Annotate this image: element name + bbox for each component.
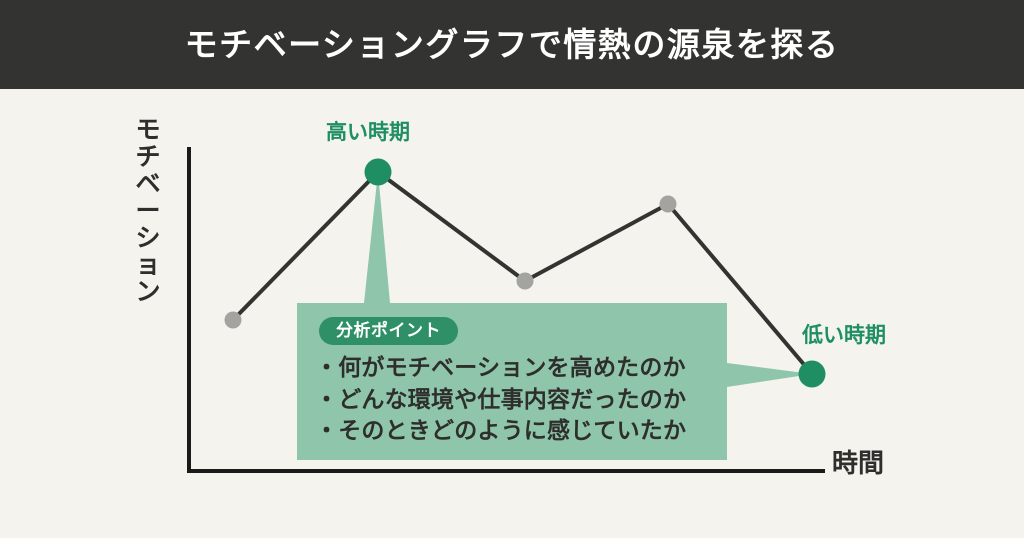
annotation-high-period: 高い時期	[326, 121, 410, 144]
connector-wedge-low	[727, 363, 812, 387]
analysis-point-list: ・何がモチベーションを高めたのか ・どんな環境や仕事内容だったのか ・そのときど…	[297, 352, 727, 447]
data-point-4[interactable]	[659, 195, 677, 213]
data-point-low[interactable]	[798, 360, 826, 388]
x-axis-label: 時間	[832, 448, 885, 478]
data-point-high[interactable]	[364, 158, 392, 186]
list-item: ・どんな環境や仕事内容だったのか	[315, 385, 687, 412]
list-item: ・何がモチベーションを高めたのか	[315, 354, 686, 380]
header-bar: モチベーショングラフで情熱の源泉を探る	[0, 0, 1024, 89]
chart-area: モチベーション 時間 高い時期 低い時期 分析ポイント ・何がモチベーションを高…	[0, 89, 1024, 538]
list-item: ・そのときどのように感じていたか	[315, 417, 687, 444]
connector-wedge-high	[364, 172, 390, 303]
annotation-low-period: 低い時期	[802, 324, 886, 347]
analysis-callout-box: 分析ポイント ・何がモチベーションを高めたのか ・どんな環境や仕事内容だったのか…	[297, 303, 727, 460]
page-title: モチベーショングラフで情熱の源泉を探る	[184, 26, 840, 63]
motivation-line-chart	[187, 147, 826, 473]
data-point-3[interactable]	[516, 272, 534, 290]
analysis-point-badge: 分析ポイント	[319, 317, 458, 345]
y-axis-label: モチベーション	[135, 116, 161, 306]
data-point-1[interactable]	[224, 311, 242, 329]
